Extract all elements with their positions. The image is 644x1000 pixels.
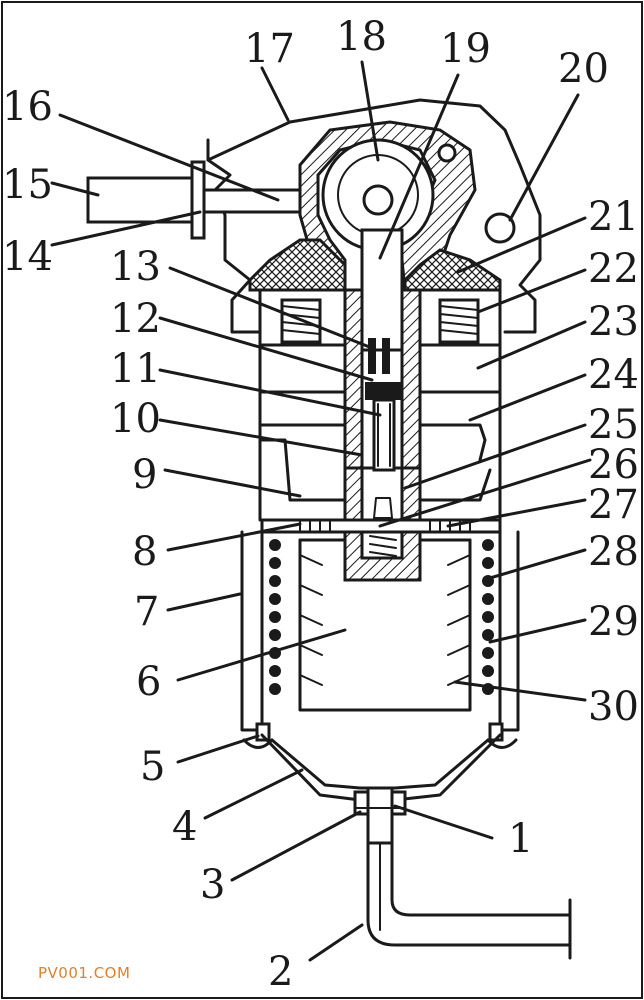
label-1: 1 (508, 816, 533, 862)
label-21: 21 (588, 194, 639, 240)
label-7: 7 (134, 589, 159, 635)
label-12: 12 (110, 296, 161, 342)
leader-lines (50, 60, 592, 962)
lower-cylinder (240, 518, 520, 732)
label-24: 24 (588, 352, 639, 398)
label-5: 5 (140, 744, 165, 790)
seal-block (248, 238, 502, 292)
label-2: 2 (268, 949, 293, 995)
label-20: 20 (558, 46, 609, 92)
label-3: 3 (200, 862, 225, 908)
label-11: 11 (110, 346, 161, 392)
label-30: 30 (588, 684, 639, 730)
watermark: PV001.COM (38, 964, 130, 982)
label-26: 26 (588, 442, 639, 488)
label-13: 13 (110, 244, 161, 290)
upper-springs (280, 298, 480, 344)
outlet-pipe (366, 841, 572, 960)
label-19: 19 (440, 26, 491, 72)
label-14: 14 (2, 234, 53, 280)
contact-stack (365, 338, 401, 472)
label-9: 9 (132, 452, 157, 498)
pivot-pin (484, 212, 516, 244)
inner-spring-marks (299, 554, 471, 686)
label-27: 27 (588, 482, 639, 528)
label-16: 16 (2, 84, 53, 130)
coil-windings (269, 539, 494, 695)
label-10: 10 (110, 396, 161, 442)
label-18: 18 (336, 14, 387, 60)
label-8: 8 (132, 529, 157, 575)
label-4: 4 (172, 804, 197, 850)
label-15: 15 (2, 162, 53, 208)
connector-plug (86, 160, 302, 240)
label-22: 22 (588, 246, 639, 292)
label-6: 6 (136, 659, 161, 705)
label-25: 25 (588, 402, 639, 448)
label-17: 17 (244, 26, 295, 72)
label-23: 23 (588, 299, 639, 345)
chamber-outline-right (403, 468, 492, 502)
outlet-fitting (353, 786, 407, 845)
label-28: 28 (588, 529, 639, 575)
label-29: 29 (588, 599, 639, 645)
